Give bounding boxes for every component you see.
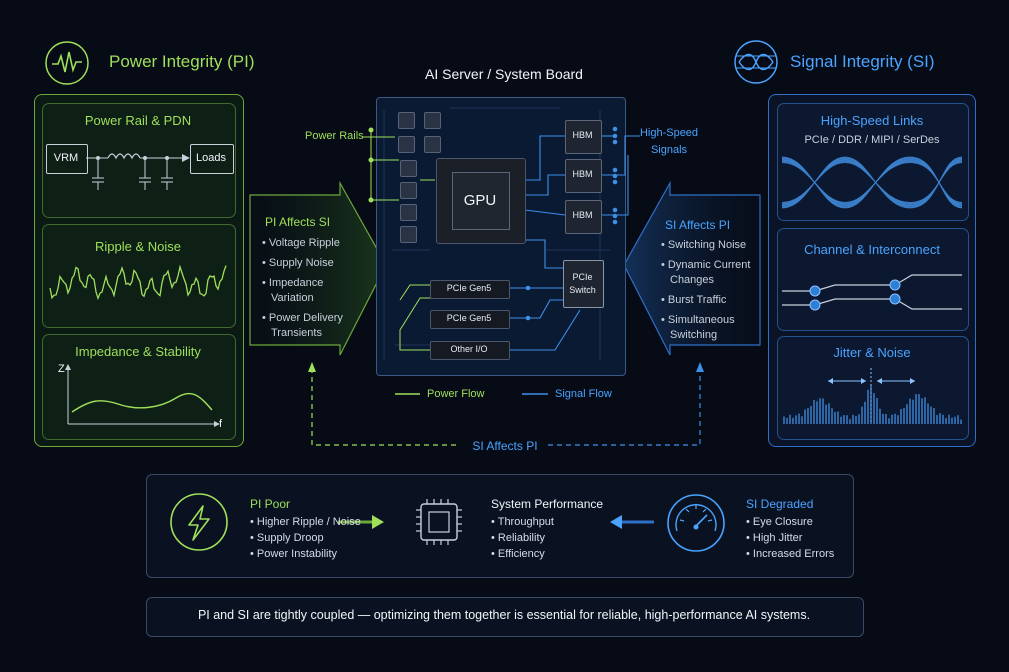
si-affects-pi-item-cont: Switching — [670, 329, 718, 341]
pcie-slot — [430, 280, 510, 299]
impedance-title: Impedance & Stability — [75, 344, 201, 359]
power-chip — [400, 160, 417, 177]
si-affects-pi-list: • Switching Noise • Dynamic Current Chan… — [661, 238, 750, 343]
hbm-chip — [565, 200, 602, 234]
board-title: AI Server / System Board — [425, 66, 583, 82]
system-performance-title: System Performance — [491, 497, 604, 511]
hbm-chip — [565, 159, 602, 193]
power-rail-title: Power Rail & PDN — [84, 113, 192, 128]
pi-poor-title: PI Poor — [250, 497, 291, 511]
si-affects-pi-item: • Burst Traffic — [661, 294, 727, 306]
gpu-die — [452, 172, 510, 230]
vrm-box — [46, 144, 88, 174]
footer-text: PI and SI are tightly coupled — optimizi… — [197, 608, 811, 622]
pcie-switch-chip — [563, 260, 604, 308]
pi-affects-si-item: • Impedance — [262, 277, 324, 289]
si-degraded-list: Eye Closure High Jitter Increased Errors — [746, 514, 834, 562]
vrm-label: VRM — [53, 152, 79, 164]
si-affects-pi-item: • Dynamic Current — [661, 259, 751, 271]
channel-title: Channel & Interconnect — [804, 242, 940, 257]
impedance-x-label: f — [219, 418, 223, 430]
power-rail-card — [42, 103, 236, 218]
jitter-title: Jitter & Noise — [833, 345, 911, 360]
pi-affects-si-item-cont: Variation — [271, 292, 314, 304]
pcie-slot — [430, 310, 510, 329]
power-chip — [424, 112, 441, 129]
hbm-chip — [565, 120, 602, 154]
pi-title: Power Integrity (PI) — [109, 52, 255, 71]
hbm-label: HBM — [572, 169, 593, 179]
pcie-slot-label: PCIe Gen5 — [446, 283, 492, 293]
power-chip — [398, 112, 415, 129]
power-chip — [400, 182, 417, 199]
si-degraded-item: Eye Closure — [746, 514, 834, 530]
si-affects-pi-item: • Switching Noise — [661, 239, 747, 251]
si-degraded-item: Increased Errors — [746, 546, 834, 562]
impedance-card — [42, 334, 236, 440]
ripple-title: Ripple & Noise — [95, 239, 181, 254]
pi-poor-item: Higher Ripple / Noise — [250, 514, 361, 530]
power-chip — [424, 136, 441, 153]
pi-poor-item: Power Instability — [250, 546, 361, 562]
system-performance-item: Efficiency — [491, 546, 554, 562]
pi-affects-si-title: PI Affects SI — [265, 215, 331, 229]
loads-label: Loads — [196, 152, 226, 164]
power-rails-label: Power Rails — [305, 130, 364, 142]
si-degraded-title: SI Degraded — [746, 497, 814, 511]
pi-affects-si-item: • Supply Noise — [262, 257, 334, 269]
si-degraded-item: High Jitter — [746, 530, 834, 546]
loads-box — [190, 144, 234, 174]
si-affects-pi-item-cont: Changes — [670, 274, 715, 286]
pi-affects-si-item: • Power Delivery — [262, 312, 343, 324]
impedance-y-label: Z — [58, 363, 65, 375]
links-subtitle: PCIe / DDR / MIPI / SerDes — [804, 134, 940, 146]
system-performance-list: Throughput Reliability Efficiency — [491, 514, 554, 562]
gpu-label: GPU — [463, 192, 497, 209]
pcie-switch-label-2: Switch — [569, 285, 596, 295]
pi-affects-si-item-cont: Transients — [271, 327, 322, 339]
power-chip — [400, 226, 417, 243]
si-affects-pi-title: SI Affects PI — [665, 218, 731, 232]
footer-banner — [146, 597, 864, 637]
pcie-slot-label: PCIe Gen5 — [446, 313, 492, 323]
high-speed-label-2: Signals — [650, 144, 688, 156]
high-speed-label-1: High-Speed — [639, 127, 699, 139]
pcie-switch-label-1: PCIe — [572, 272, 593, 282]
system-performance-item: Throughput — [491, 514, 554, 530]
pi-poor-list: Higher Ripple / Noise Supply Droop Power… — [250, 514, 361, 562]
legend-power-flow: Power Flow — [427, 388, 485, 400]
legend-signal-flow: Signal Flow — [555, 388, 612, 400]
links-title: High-Speed Links — [820, 113, 924, 128]
io-slot-label: Other I/O — [450, 344, 488, 354]
power-chip — [400, 204, 417, 221]
hbm-label: HBM — [572, 210, 593, 220]
system-performance-item: Reliability — [491, 530, 554, 546]
si-title: Signal Integrity (SI) — [790, 52, 935, 71]
loop-label: SI Affects PI — [472, 439, 538, 453]
power-chip — [398, 136, 415, 153]
si-affects-pi-item: • Simultaneous — [661, 314, 735, 326]
hbm-label: HBM — [572, 130, 593, 140]
io-slot — [430, 341, 510, 360]
pi-poor-item: Supply Droop — [250, 530, 361, 546]
pi-affects-si-list: • Voltage Ripple • Supply Noise • Impeda… — [262, 236, 343, 341]
pi-affects-si-item: • Voltage Ripple — [262, 237, 340, 249]
